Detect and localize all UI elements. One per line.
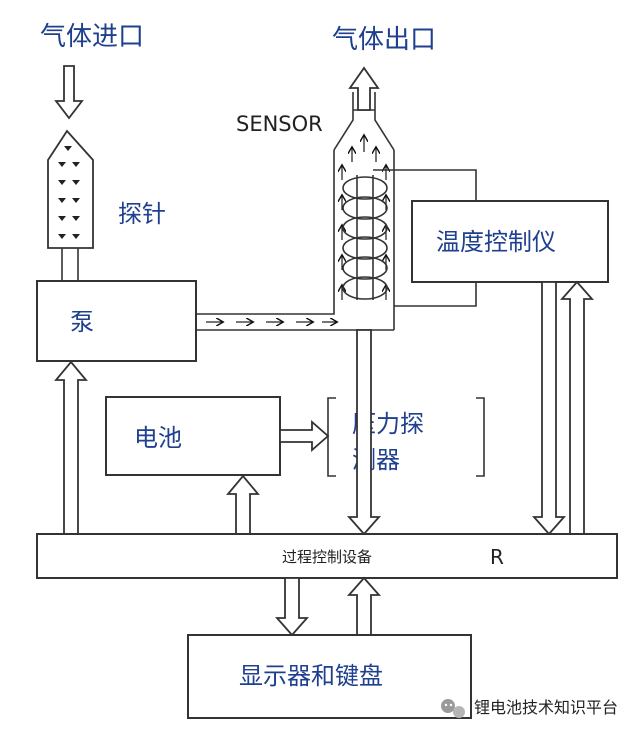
watermark-text: 锂电池技术知识平台 xyxy=(474,698,618,717)
display-keyboard-box xyxy=(187,634,472,719)
temperature-controller-box xyxy=(411,200,609,283)
process-control-suffix: R xyxy=(490,545,504,569)
battery-to-detector-arrow xyxy=(279,420,330,452)
heating-coil xyxy=(342,175,388,300)
temp-to-process-arrow xyxy=(532,281,566,536)
display-keyboard-label: 显示器和键盘 xyxy=(239,662,383,690)
temperature-controller-label: 温度控制仪 xyxy=(436,228,556,256)
wechat-icon xyxy=(441,699,465,718)
display-to-process-arrow xyxy=(347,576,381,636)
pump-box xyxy=(36,280,197,362)
process-control-bar xyxy=(36,533,618,579)
gas-inlet-arrow xyxy=(54,65,84,120)
pump-label: 泵 xyxy=(70,308,94,336)
gas-outlet-label: 气体出口 xyxy=(332,25,436,55)
process-control-label: 过程控制设备 xyxy=(282,548,372,566)
watermark: 锂电池技术知识平台 xyxy=(441,698,618,718)
probe xyxy=(47,129,94,249)
pump-to-sensor-tube xyxy=(196,150,350,331)
battery-box xyxy=(105,396,281,476)
gas-inlet-label: 气体进口 xyxy=(40,22,144,52)
pressure-detector-bracket-left xyxy=(327,397,336,477)
process-to-temp-arrow xyxy=(560,280,594,535)
pressure-detector-bracket-right xyxy=(476,397,485,477)
process-to-display-arrow xyxy=(275,577,309,637)
battery-label: 电池 xyxy=(134,424,182,452)
gas-outlet-arrow xyxy=(348,66,380,111)
process-to-battery-arrow xyxy=(226,474,260,535)
process-to-pump-arrow xyxy=(54,360,88,535)
sensor-to-process-arrow xyxy=(347,329,381,536)
probe-flow-arrows xyxy=(58,146,80,239)
sensor-label: SENSOR xyxy=(236,112,323,136)
sensor-housing xyxy=(333,92,395,331)
probe-label: 探针 xyxy=(118,200,166,228)
